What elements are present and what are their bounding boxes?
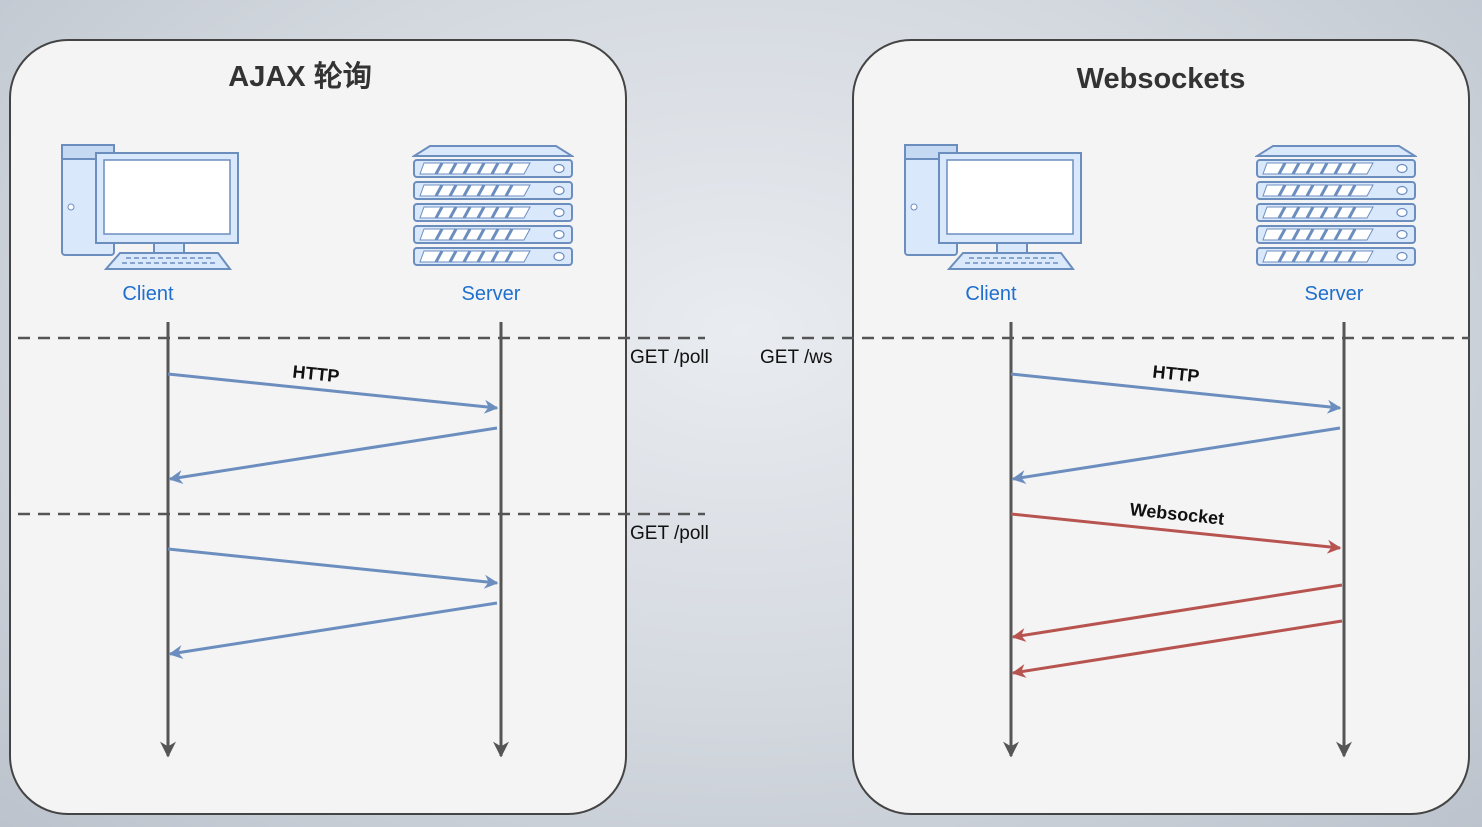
ws-websocket-push-arrow-2 [1011,619,1343,678]
websockets-panel-title: Websockets [1077,63,1246,95]
ajax-http-label: HTTP [292,362,341,387]
ws-websocket-send-arrow [1010,512,1342,554]
ajax-http-response-arrow-2 [168,601,498,659]
ajax-request-label-2: GET /poll [630,523,709,544]
ws-websocket-push-arrow-1 [1011,583,1343,642]
ajax-request-label-1: GET /poll [630,347,709,368]
ajax-http-request-arrow-2 [167,547,499,589]
ajax-http-request-arrow-1 [167,372,499,414]
ajax-http-response-arrow-1 [168,426,498,484]
ajax-server-label: Server [462,283,521,305]
ws-client-label: Client [965,283,1017,305]
ws-request-label: GET /ws [760,347,833,368]
ws-http-request-arrow [1010,372,1342,414]
ajax-panel-title: AJAX 轮询 [228,60,371,93]
ajax-rack-server-icon [412,144,574,267]
ajax-client-label: Client [122,283,174,305]
ws-http-response-arrow [1011,426,1341,484]
ws-server-label: Server [1305,283,1364,305]
ws-rack-server-icon [1255,144,1417,267]
ws-http-label: HTTP [1152,362,1201,387]
